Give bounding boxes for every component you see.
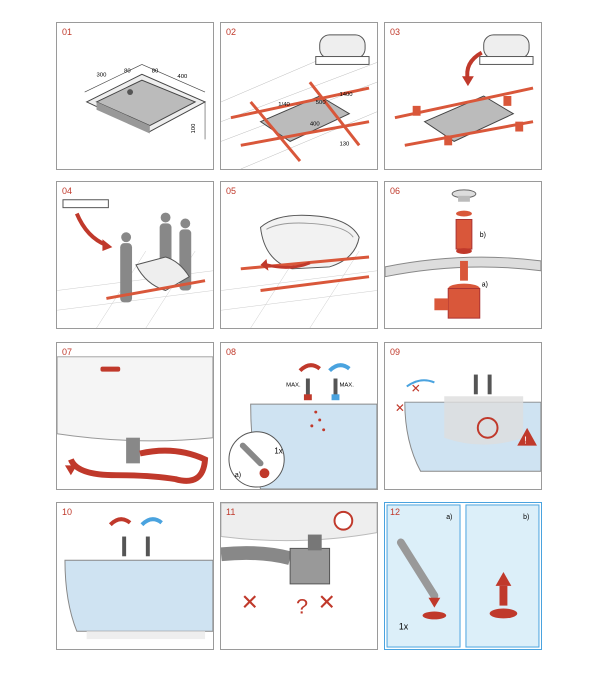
dim-300: 300 — [97, 72, 108, 78]
hose-icon — [221, 546, 292, 565]
cross-icon: ✕ — [318, 590, 336, 615]
step-number: 05 — [226, 186, 237, 196]
label-b: b) — [480, 232, 486, 239]
dim-400: 400 — [177, 74, 188, 80]
step-number: 08 — [226, 347, 237, 357]
step-07-panel: 07 — [56, 342, 214, 490]
step-number: 12 — [390, 507, 401, 517]
step-03-panel: 03 — [384, 22, 542, 170]
label-a: a) — [482, 282, 488, 289]
step-01-panel: 01 300 80 80 400 100 — [56, 22, 214, 170]
cross-icon: ✕ — [411, 381, 421, 395]
cold-arrow-icon — [140, 517, 163, 527]
label-b: b) — [523, 514, 529, 521]
dim-80b: 80 — [152, 68, 159, 74]
bathtub-icon — [315, 34, 370, 65]
step-number: 01 — [62, 27, 73, 37]
bathtub-icon — [479, 34, 534, 65]
count-label: 1x — [399, 621, 409, 631]
floor-recess-diagram: 300 80 80 400 100 — [84, 64, 207, 140]
svg-text:!: ! — [524, 436, 527, 447]
step-12-panel: 12 a) b) 1x — [384, 502, 542, 650]
step-02-panel: 02 1/40 500 400 130 1400 — [220, 22, 378, 170]
step-11-panel: 11 ✕ ? ✕ — [220, 502, 378, 650]
hand-icon — [239, 442, 264, 467]
step-number: 09 — [390, 347, 401, 357]
water-level-diagram — [64, 517, 213, 640]
frame-layout-diagram: 1/40 500 400 130 1400 — [221, 34, 377, 169]
count-label: 1x — [274, 446, 282, 455]
drain-hose-diagram — [57, 356, 213, 484]
max-cold-label: MAX. — [339, 382, 354, 388]
hot-arrow-icon — [298, 363, 321, 373]
dim-400: 400 — [310, 122, 321, 128]
step-number: 03 — [390, 27, 401, 37]
step-10-panel: 10 — [56, 502, 214, 650]
warning-icon — [517, 427, 537, 446]
up-arrow-icon — [495, 572, 512, 586]
drain-assembly-diagram: b) a) — [385, 189, 541, 319]
step-number: 02 — [226, 27, 237, 37]
pallet-icon — [62, 199, 109, 209]
drain-release-diagram: a) b) 1x — [386, 504, 540, 648]
dim-100: 100 — [191, 123, 197, 134]
hose-icon — [68, 447, 209, 484]
question-mark: ? — [296, 593, 308, 618]
overflow-warning-diagram: ✕ ✕ ! — [395, 374, 541, 472]
dim-500: 500 — [316, 100, 327, 106]
max-hot-label: MAX. — [286, 382, 301, 388]
hot-arrow-icon — [108, 517, 132, 527]
step-number: 11 — [226, 507, 236, 517]
step-number: 06 — [390, 186, 401, 196]
dim-140: 1/40 — [278, 102, 290, 108]
dim-130: 130 — [339, 141, 350, 147]
hand-icon — [396, 538, 439, 600]
step-number: 10 — [62, 507, 73, 517]
sub-label: a) — [235, 472, 241, 479]
dim-1400: 1400 — [339, 92, 353, 98]
overflow-icon — [100, 366, 121, 372]
step-06-panel: 06 b) a) — [384, 181, 542, 329]
label-a: a) — [446, 514, 452, 521]
step-04-panel: 04 — [56, 181, 214, 329]
cross-icon: ✕ — [395, 401, 405, 415]
cross-icon: ✕ — [241, 590, 259, 615]
cold-arrow-icon — [328, 363, 351, 373]
leak-check-diagram: ✕ ? ✕ — [221, 503, 377, 618]
detail-circle — [333, 510, 354, 531]
trap-icon — [447, 288, 481, 319]
step-08-panel: 08 MAX. MAX. 1x a) — [220, 342, 378, 490]
lift-tub-diagram — [394, 34, 534, 147]
dim-80a: 80 — [124, 68, 131, 74]
carry-tub-diagram — [57, 199, 213, 328]
step-number: 04 — [62, 186, 73, 196]
place-tub-diagram — [221, 214, 377, 328]
fill-tub-diagram: MAX. MAX. 1x a) — [228, 363, 377, 489]
step-05-panel: 05 — [220, 181, 378, 329]
step-number: 07 — [62, 347, 73, 357]
bathtub-icon — [260, 214, 360, 270]
step-09-panel: 09 ✕ ✕ ! — [384, 342, 542, 490]
